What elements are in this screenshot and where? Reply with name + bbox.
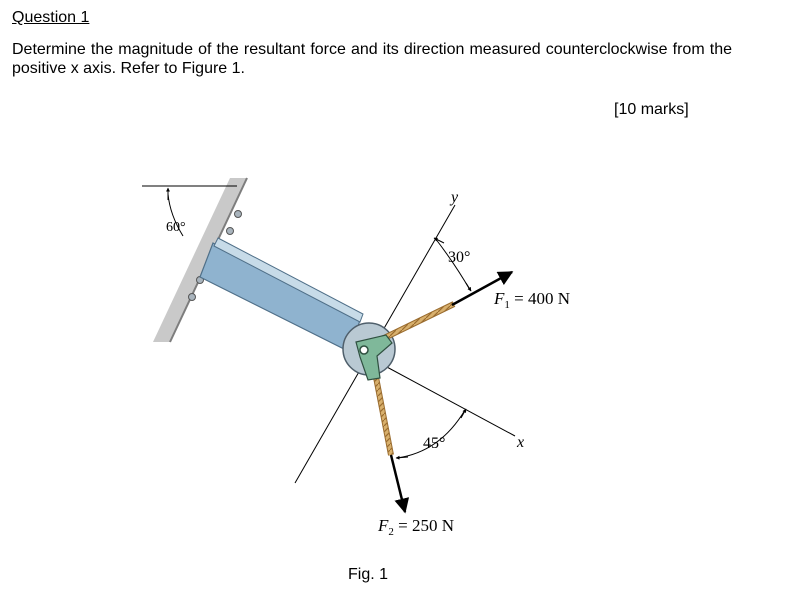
question-text: Determine the magnitude of the resultant… xyxy=(12,41,732,77)
angle-f1-arrow-a xyxy=(433,237,445,244)
f2-subscript: 2 xyxy=(388,526,394,538)
f1-subscript: 1 xyxy=(504,299,510,311)
angle-f2-arc xyxy=(396,409,466,459)
arrow-f1 xyxy=(451,270,514,307)
angle-f1-label: 30° xyxy=(448,249,470,266)
f2-value: = 250 N xyxy=(394,516,454,535)
wall-bolts xyxy=(188,210,242,301)
angle-f2-label: 45° xyxy=(423,435,445,452)
force-f2-label: F2 = 250 N xyxy=(377,516,454,538)
angle-f2-arrow-b xyxy=(460,408,467,419)
member-flange xyxy=(213,237,364,323)
f2-symbol: F xyxy=(377,516,389,535)
angle-f2-arrow-a xyxy=(395,455,409,460)
rope-f2-inner xyxy=(373,371,393,456)
rope-f1-inner xyxy=(379,302,455,342)
wall-hatch xyxy=(153,178,247,342)
x-axis xyxy=(384,365,516,437)
y-axis-label: y xyxy=(449,189,459,206)
member-beam xyxy=(199,242,361,353)
x-axis-label: x xyxy=(516,434,524,451)
bracket-pin xyxy=(359,345,369,355)
x-axis-rear xyxy=(330,365,348,374)
angle-f1-arrow-b xyxy=(465,282,472,292)
question-title: Question 1 xyxy=(12,9,90,26)
f1-value: = 400 N xyxy=(510,289,570,308)
force-f1-label: F1 = 400 N xyxy=(493,289,570,311)
marks-label: [10 marks] xyxy=(614,101,689,118)
figure-caption: Fig. 1 xyxy=(348,566,389,583)
arrow-f2 xyxy=(389,454,410,514)
wall-angle-label: 60° xyxy=(166,220,186,235)
f1-symbol: F xyxy=(493,289,505,308)
